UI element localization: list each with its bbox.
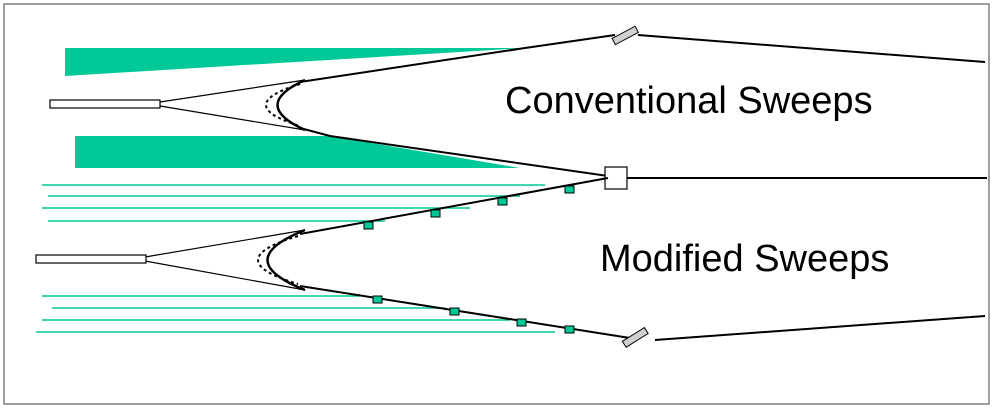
conventional-net-top-edge [159,79,306,103]
sweep-clip-marker [449,307,460,316]
modified-upper-sweep [299,177,609,235]
modified-sweeps-group [35,177,986,348]
conventional-door-marker [611,25,640,46]
conventional-upper-green-panel [65,48,525,76]
diagram-frame [3,3,990,405]
modified-warp-line [654,315,986,341]
modified-lower-sweep [299,285,631,339]
modified-net-dashed [257,235,299,285]
modified-net-bottom-edge [144,260,306,291]
sweep-clip-marker [363,221,374,230]
sweep-clip-marker [372,295,383,304]
modified-codend [35,254,147,264]
modified-net-solid [266,228,306,292]
conventional-lower-sweep [299,127,609,177]
center-clump-box [604,166,628,190]
sweep-clip-marker [430,209,441,218]
conventional-sweeps-label: Conventional Sweeps [505,80,873,122]
modified-net-top-edge [144,229,306,258]
modified-door-marker [621,326,649,348]
conventional-upper-wing [299,34,616,83]
sweep-clip-marker [497,197,508,206]
conventional-sweeps-group [49,25,986,177]
sweep-clip-marker [516,318,527,327]
conventional-warp-line [637,34,986,63]
conventional-net-dashed [265,83,301,127]
sweep-clip-marker [564,185,575,194]
conventional-lower-green-panel [75,136,520,168]
conventional-net-bottom-edge [159,105,306,131]
modified-sweeps-label: Modified Sweeps [600,238,889,280]
conventional-codend [49,99,161,109]
sweep-clip-marker [564,325,575,334]
